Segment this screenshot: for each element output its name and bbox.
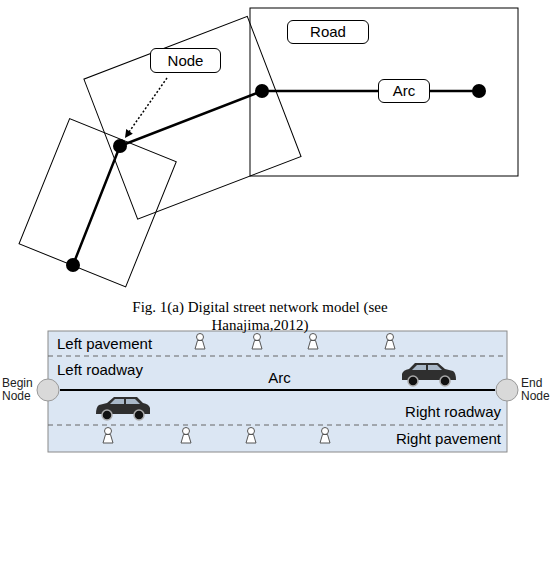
node-circle-shape: [36, 378, 60, 402]
arc-line: [73, 91, 479, 265]
pedestrian-icon: [246, 428, 256, 444]
car-icon: [96, 397, 150, 420]
pedestrian-icon: [385, 334, 395, 350]
end-node-circle: End Node: [495, 378, 519, 402]
pedestrian-icon: [103, 428, 113, 444]
leader-arrowhead: [125, 129, 133, 138]
pedestrian-icon: [308, 334, 318, 350]
network-node-dot: [255, 84, 269, 98]
network-node-dot: [113, 139, 127, 153]
lane-band: Left pavement: [48, 331, 507, 356]
callout-label: Arc: [393, 82, 416, 100]
node-circle-shape: [495, 378, 519, 402]
leader-line: [129, 78, 167, 132]
pedestrian-icon: [195, 334, 205, 350]
figure-caption: Fig. 1(a) Digital street network model (…: [95, 298, 425, 334]
callout-label: Road: [310, 23, 346, 41]
road-section: [48, 331, 507, 452]
node-circle: [37, 379, 59, 401]
node-label: Begin Node: [2, 377, 34, 403]
lane-divider: [48, 425, 507, 426]
arc-label: Arc: [268, 369, 291, 387]
callout-box: Road: [287, 20, 369, 44]
node-circle: [496, 379, 518, 401]
pedestrian-icon: [320, 428, 330, 444]
callout-box: Node: [150, 48, 221, 73]
network-node-dot: [66, 258, 80, 272]
pedestrian-icon: [181, 428, 191, 444]
arc-connector: [60, 389, 495, 391]
callout-label: Node: [168, 52, 204, 70]
car-icon: [402, 363, 456, 386]
lane-label: Right roadway: [405, 403, 501, 421]
end-node-circle: Begin Node: [36, 378, 60, 402]
pedestrian-icon: [252, 334, 262, 350]
lane-band: Right pavement: [48, 425, 507, 452]
node-label: End Node: [521, 377, 553, 403]
lane-label: Right pavement: [396, 430, 501, 448]
lane-label: Left roadway: [57, 361, 143, 379]
callout-box: Arc: [378, 79, 430, 103]
lane-label: Left pavement: [57, 335, 152, 353]
lane-band: Right roadway: [48, 390, 507, 425]
network-node-dot: [472, 84, 486, 98]
lane-divider: [48, 356, 507, 357]
